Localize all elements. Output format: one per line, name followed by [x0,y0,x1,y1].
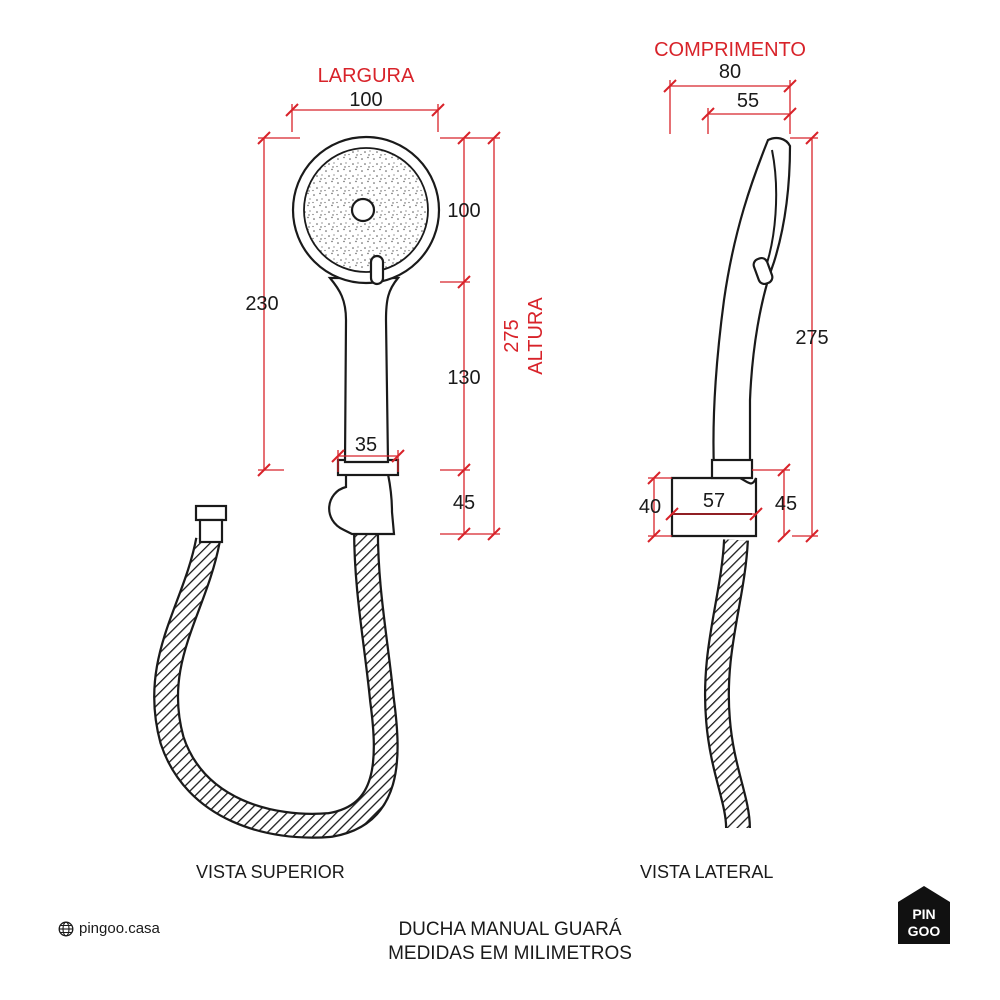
side-view [670,136,792,829]
center-button [350,197,376,223]
handle-width-value: 35 [355,434,377,456]
svg-text:PIN: PIN [912,906,935,922]
hose-nut [194,504,228,522]
holder-height-value: 45 [453,492,475,514]
width-value: 100 [349,89,382,111]
length-value: 80 [719,61,741,83]
height-title: ALTURA [525,297,547,375]
brand-url: pingoo.casa [79,920,160,937]
length-to-holder-value: 230 [245,293,278,315]
flow-lever [369,254,385,286]
flow-lever-side [752,256,774,286]
caption-side-view: VISTA LATERAL [640,862,774,882]
total-height-value: 275 [501,319,523,352]
holder-height-side-value: 40 [639,496,661,518]
width-title: LARGURA [318,65,415,87]
handle-side [712,136,792,472]
length-title: COMPRIMENTO [654,39,806,61]
handle-top [327,276,401,464]
title-line-1: DUCHA MANUAL GUARÁ [398,919,622,940]
holder-side-height-value: 45 [775,493,797,515]
brand-footer: pingoo.casa [58,920,160,937]
pingoo-house-logo: PIN GOO [898,886,950,944]
side-view-dimensions [647,79,819,543]
head-depth-value: 55 [737,90,759,112]
wall-holder-top [328,472,396,536]
caption-top-view: VISTA SUPERIOR [196,862,345,882]
top-view-dimensions [257,103,501,541]
top-view [153,135,441,839]
drawing-title: DUCHA MANUAL GUARÁ MEDIDAS EM MILIMETROS [330,918,690,966]
top-view-labels: LARGURA 100 230 100 130 45 35 275 ALTURA [245,65,547,514]
handle-length-value: 130 [447,367,480,389]
svg-text:GOO: GOO [908,923,941,939]
side-total-height-value: 275 [795,327,828,349]
head-diameter-value: 100 [447,200,480,222]
title-line-2: MEDIDAS EM MILIMETROS [388,943,632,964]
holder-depth-value: 57 [703,490,725,512]
side-view-labels: COMPRIMENTO 80 55 275 40 57 45 [639,39,829,518]
globe-icon [58,921,74,936]
